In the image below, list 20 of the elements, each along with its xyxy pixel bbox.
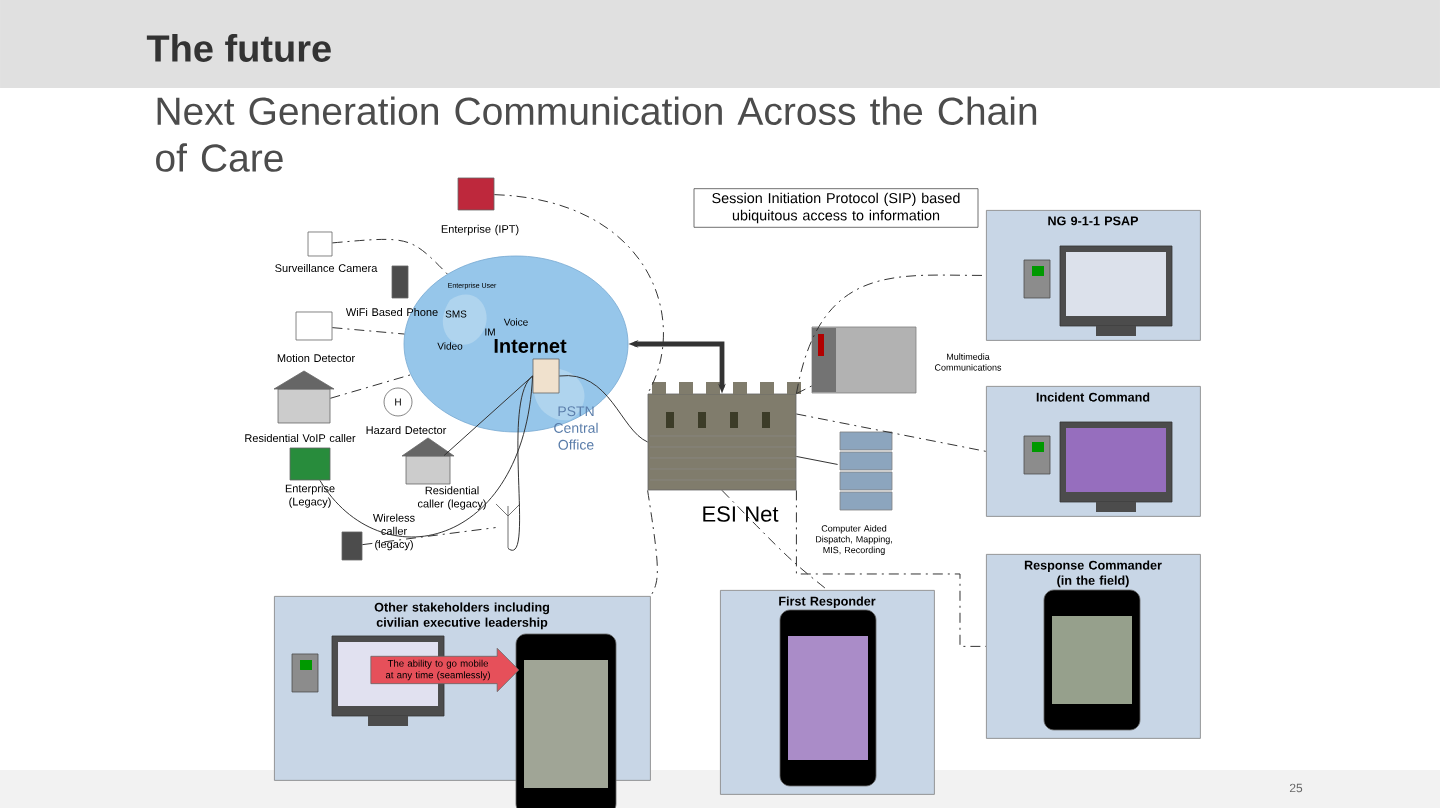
connector: [329, 374, 412, 399]
connector: [721, 489, 828, 591]
connector: [795, 385, 813, 395]
connector: [493, 194, 664, 395]
connector: [795, 455, 839, 465]
subtitle: Next Generation Communication Across the Chain of Care: [156, 96, 1037, 172]
connector: [331, 327, 405, 335]
connector: [443, 375, 534, 457]
antenna-drawing: [495, 503, 521, 549]
connector: [331, 238, 448, 275]
connector: [558, 375, 649, 443]
connector: [795, 413, 987, 452]
connector: [795, 489, 987, 647]
connector: [319, 375, 534, 537]
connector: [507, 375, 534, 551]
connector: [361, 527, 497, 546]
slide-title: The future: [146, 34, 331, 62]
node-label: ESI Net: [703, 506, 779, 522]
connector: [795, 274, 987, 395]
connector: [647, 489, 658, 597]
